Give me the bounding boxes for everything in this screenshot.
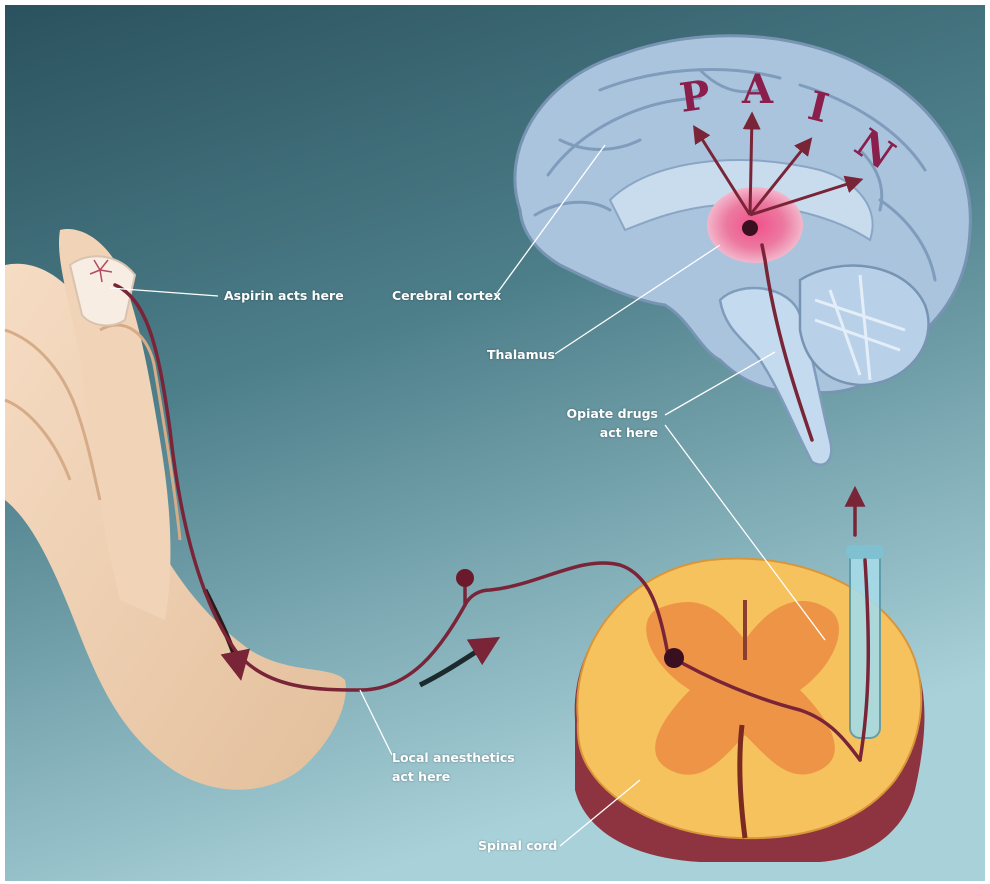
opiate-label-line2: act here xyxy=(562,423,658,442)
opiate-label-line1: Opiate drugs xyxy=(562,404,658,423)
ganglion-node xyxy=(456,569,474,587)
local-anesthetics-line2: act here xyxy=(392,767,515,786)
thalamus-label: Thalamus xyxy=(487,345,555,364)
aspirin-label: Aspirin acts here xyxy=(224,286,344,305)
pain-letter-a: A xyxy=(741,66,774,113)
local-anesthetics-label: Local anesthetics act here xyxy=(392,748,515,786)
cerebral-cortex-label: Cerebral cortex xyxy=(392,286,501,305)
opiate-label: Opiate drugs act here xyxy=(562,404,658,442)
spinal-cord-label: Spinal cord xyxy=(478,836,557,855)
dorsal-horn-synapse xyxy=(664,648,684,668)
local-anesthetics-line1: Local anesthetics xyxy=(392,748,515,767)
